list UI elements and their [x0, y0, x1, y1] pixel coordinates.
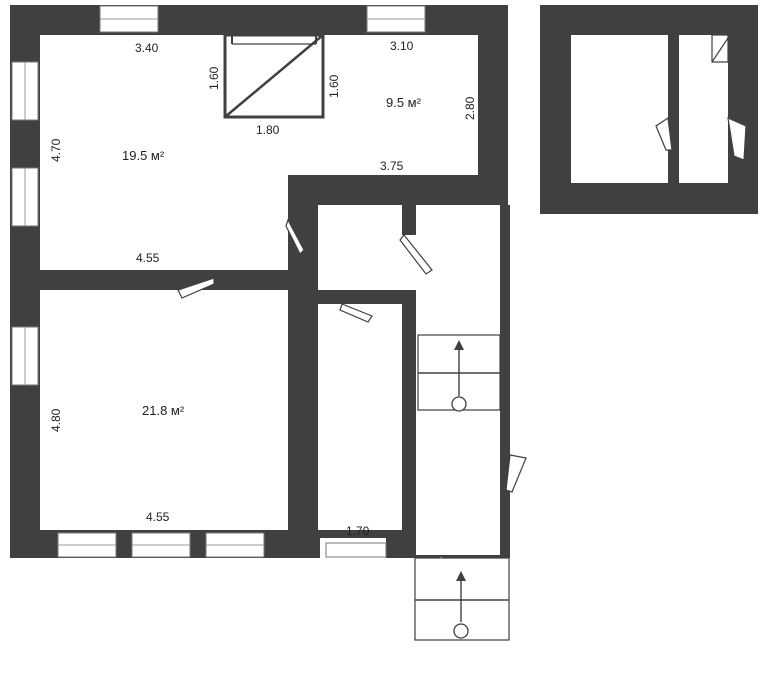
window-bottom-2 [131, 532, 191, 558]
window-top-right [366, 5, 426, 33]
dim-stove-right: 1.60 [327, 74, 341, 98]
stairs-entrance [414, 557, 510, 641]
outbuilding [540, 5, 758, 214]
stove [223, 33, 325, 119]
window-left-1 [11, 61, 39, 121]
dim-living-bottom: 4.55 [136, 251, 160, 265]
window-left-2 [11, 167, 39, 227]
room-area-bedroom: 21.8 м² [142, 403, 185, 418]
door-corridor-right [505, 454, 527, 493]
windows [11, 5, 426, 558]
dim-bedroom-left: 4.80 [49, 408, 63, 432]
dim-top-left: 3.40 [135, 41, 159, 55]
dim-hall-bottom: 1.70 [346, 524, 370, 538]
dim-stove-left: 1.60 [207, 66, 221, 90]
dim-living-left: 4.70 [49, 138, 63, 162]
window-left-3 [11, 326, 39, 386]
dim-bedroom-bottom: 4.55 [146, 510, 170, 524]
door-between-rooms [177, 277, 215, 299]
window-bottom-3 [205, 532, 265, 558]
outbuilding-door-outer [727, 117, 747, 161]
dimensions: 3.40 3.10 1.60 1.60 1.80 2.80 4.70 3.75 … [49, 39, 477, 538]
outbuilding-door-inner [655, 116, 673, 151]
dim-top-right: 3.10 [390, 39, 414, 53]
room-areas: 19.5 м² 9.5 м² 21.8 м² [122, 95, 422, 418]
window-bottom-4 [325, 542, 387, 558]
door-small-hall [339, 303, 373, 323]
room-area-living: 19.5 м² [122, 148, 165, 163]
room-area-kitchen: 9.5 м² [386, 95, 422, 110]
stairs-inner [417, 334, 501, 412]
dim-kitchen-right: 2.80 [463, 96, 477, 120]
window-bottom-1 [57, 532, 117, 558]
dim-stove-bottom: 1.80 [256, 123, 280, 137]
window-top-left [99, 5, 159, 33]
dim-kitchen-bottom: 3.75 [380, 159, 404, 173]
door-room-hall [285, 218, 305, 256]
door-hall-corridor [399, 234, 433, 275]
